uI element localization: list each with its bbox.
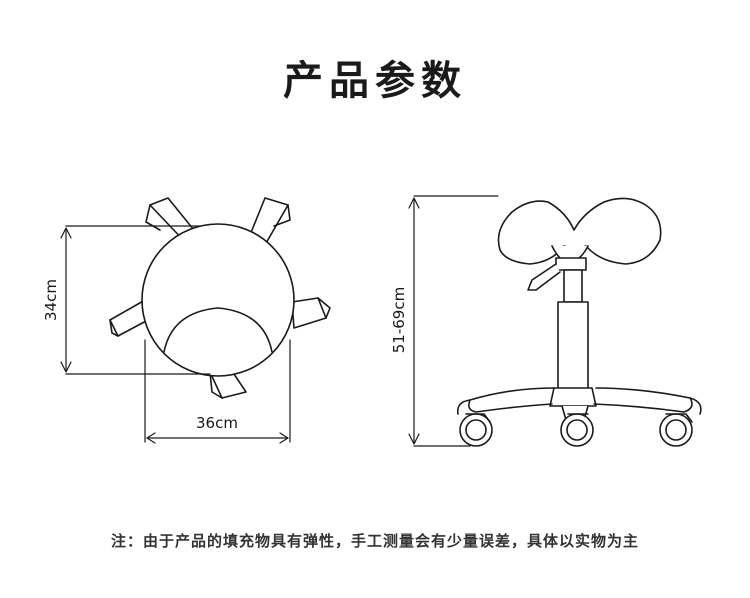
side-view-caster-left: [459, 413, 493, 447]
side-view-height-dimension: [408, 195, 499, 447]
page-title: 产品参数: [283, 58, 467, 104]
top-view-height-dimension: [60, 225, 211, 375]
side-view-caster-right: [659, 413, 693, 447]
side-view-gas-column-upper: [563, 269, 583, 303]
top-view-seat-front-curve: [163, 307, 273, 353]
side-view-caster-center: [560, 413, 594, 447]
top-view-width-dimension: [144, 339, 291, 444]
side-view-gas-column-lower: [557, 301, 589, 391]
side-view-height-label: 51-69cm: [390, 287, 408, 353]
top-view-height-label: 34cm: [42, 279, 60, 321]
top-view-drawing: [109, 197, 331, 399]
top-view-width-label: 36cm: [196, 414, 238, 432]
side-view-height-lever: [527, 263, 561, 291]
side-view-drawing: [456, 197, 702, 447]
measurement-note: 注：由于产品的填充物具有弹性，手工测量会有少量误差，具体以实物为主: [110, 532, 639, 550]
side-view-base-legs: [468, 387, 693, 413]
top-view-leg-right: [291, 297, 331, 329]
top-view-seat: [141, 223, 295, 377]
